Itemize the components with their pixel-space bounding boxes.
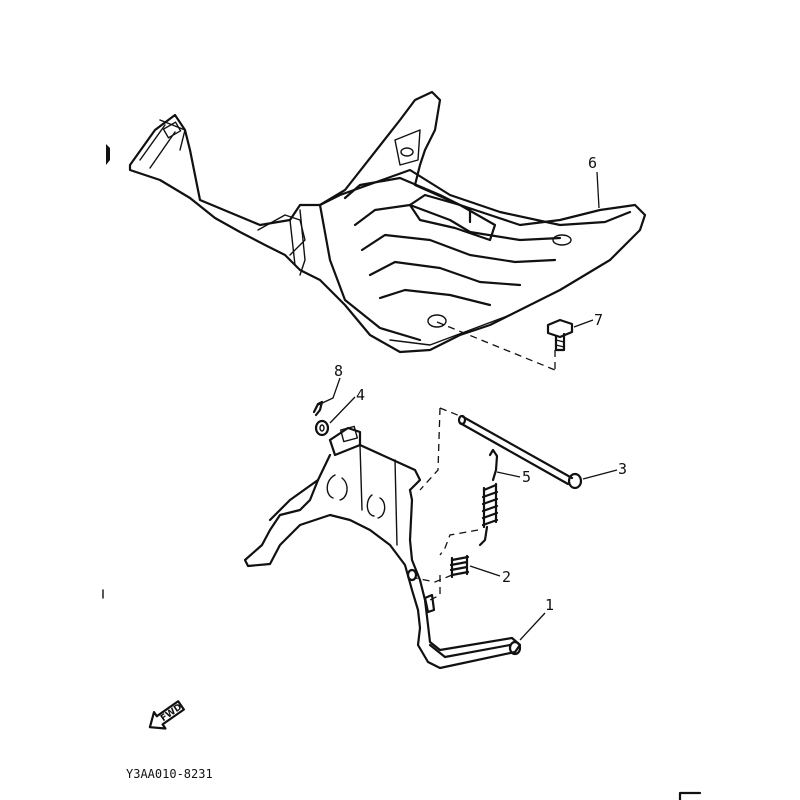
- callout-6: 6: [588, 154, 597, 172]
- callout-3: 3: [618, 460, 627, 478]
- assembly-guides: [414, 321, 556, 601]
- scan-marks: [102, 144, 702, 800]
- part-6-floor-panel[interactable]: [128, 90, 647, 354]
- part-3-shaft[interactable]: [457, 414, 583, 490]
- part-7-bolt[interactable]: [546, 318, 574, 352]
- leader-lines: [317, 171, 618, 641]
- callout-1: 1: [545, 596, 554, 614]
- part-8-clip[interactable]: [312, 400, 324, 417]
- part-2-coil[interactable]: [449, 554, 470, 579]
- callout-8: 8: [334, 362, 343, 380]
- callout-4: 4: [356, 386, 365, 404]
- callout-2: 2: [502, 568, 511, 586]
- callout-5: 5: [522, 468, 531, 486]
- callout-7: 7: [594, 311, 603, 329]
- part-5-spring[interactable]: [478, 448, 499, 547]
- part-1-main-stand[interactable]: [243, 425, 522, 670]
- diagram-code: Y3AA010-8231: [126, 767, 213, 781]
- forward-arrow-icon: FWD: [148, 700, 185, 730]
- part-4-washer[interactable]: [314, 419, 330, 437]
